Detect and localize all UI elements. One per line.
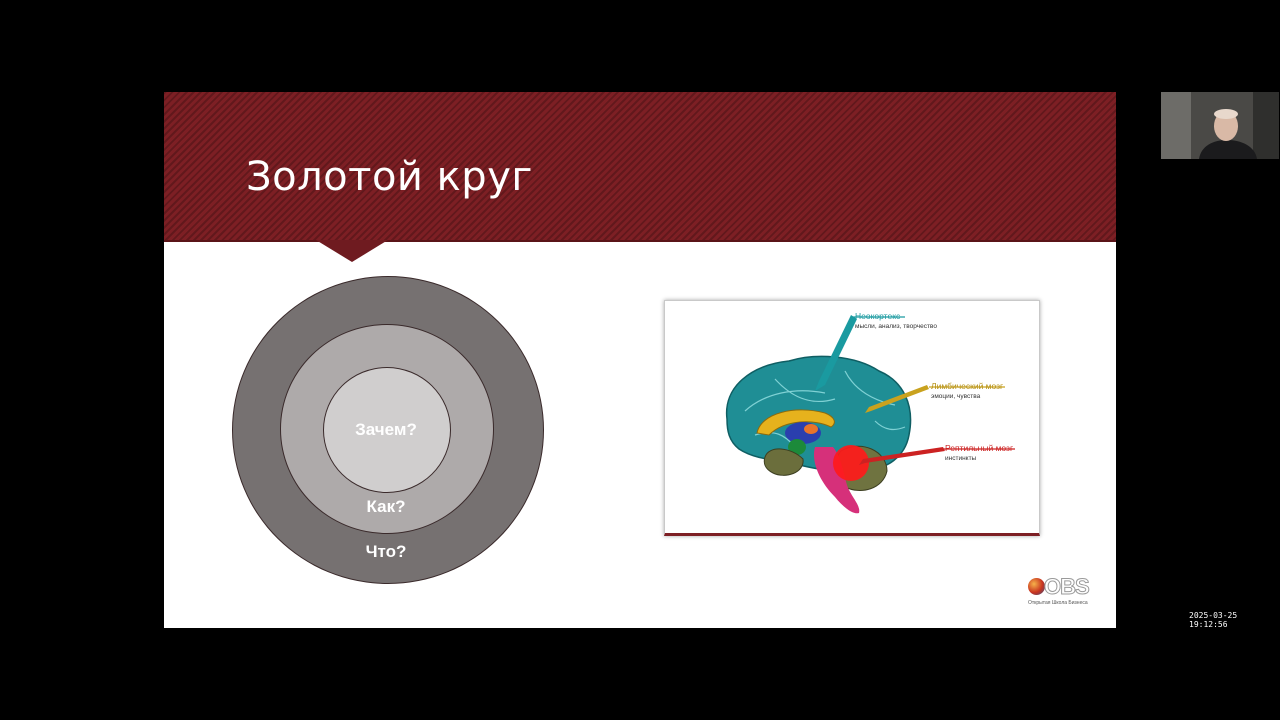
reptilian-pointer: [859, 447, 945, 465]
hypothalamus-shape: [804, 424, 818, 434]
cortex-folds: [744, 370, 906, 448]
recording-timestamp: 2025-03-25 19:12:56: [1189, 611, 1238, 629]
label-reptilian: Рептильный мозг: [945, 443, 1014, 453]
obs-logo: OBS Открытая Школа Бизнеса: [1028, 574, 1098, 608]
banner-notch: [316, 240, 388, 262]
logo-tagline: Открытая Школа Бизнеса: [1028, 600, 1088, 606]
slide-title: Золотой круг: [246, 154, 533, 200]
brain-illustration: [725, 315, 1015, 514]
logo-text: OBS: [1044, 574, 1091, 600]
logo-globe-icon: [1028, 578, 1045, 595]
person-video-icon: [1161, 92, 1279, 159]
label-what: Что?: [365, 542, 407, 561]
label-why: Зачем?: [355, 420, 417, 439]
circle-inner: [323, 367, 451, 493]
amygdala-shape: [788, 439, 806, 455]
cerebellum-left: [763, 448, 804, 476]
webcam-thumbnail[interactable]: [1161, 92, 1279, 159]
title-banner: [164, 92, 1116, 242]
presentation-slide: Золотой круг Зачем? Как? Что?: [164, 92, 1116, 628]
brain-diagram: Неокортекс мысли, анализ, творчество Лим…: [664, 300, 1040, 536]
label-how: Как?: [366, 497, 406, 516]
golden-circle-diagram: Зачем? Как? Что?: [232, 276, 544, 584]
reptilian-glow: [833, 445, 869, 481]
brainstem-shape: [813, 447, 860, 514]
limbic-arc: [756, 409, 835, 436]
label-neocortex: Неокортекс: [855, 311, 901, 321]
label-limbic: Лимбический мозг: [931, 381, 1004, 391]
limbic-pointer: [865, 385, 929, 413]
neocortex-pointer: [815, 315, 857, 391]
label-neocortex-desc: мысли, анализ, творчество: [855, 323, 937, 330]
label-limbic-desc: эмоции, чувства: [931, 393, 981, 400]
label-reptilian-desc: инстинкты: [945, 455, 977, 462]
